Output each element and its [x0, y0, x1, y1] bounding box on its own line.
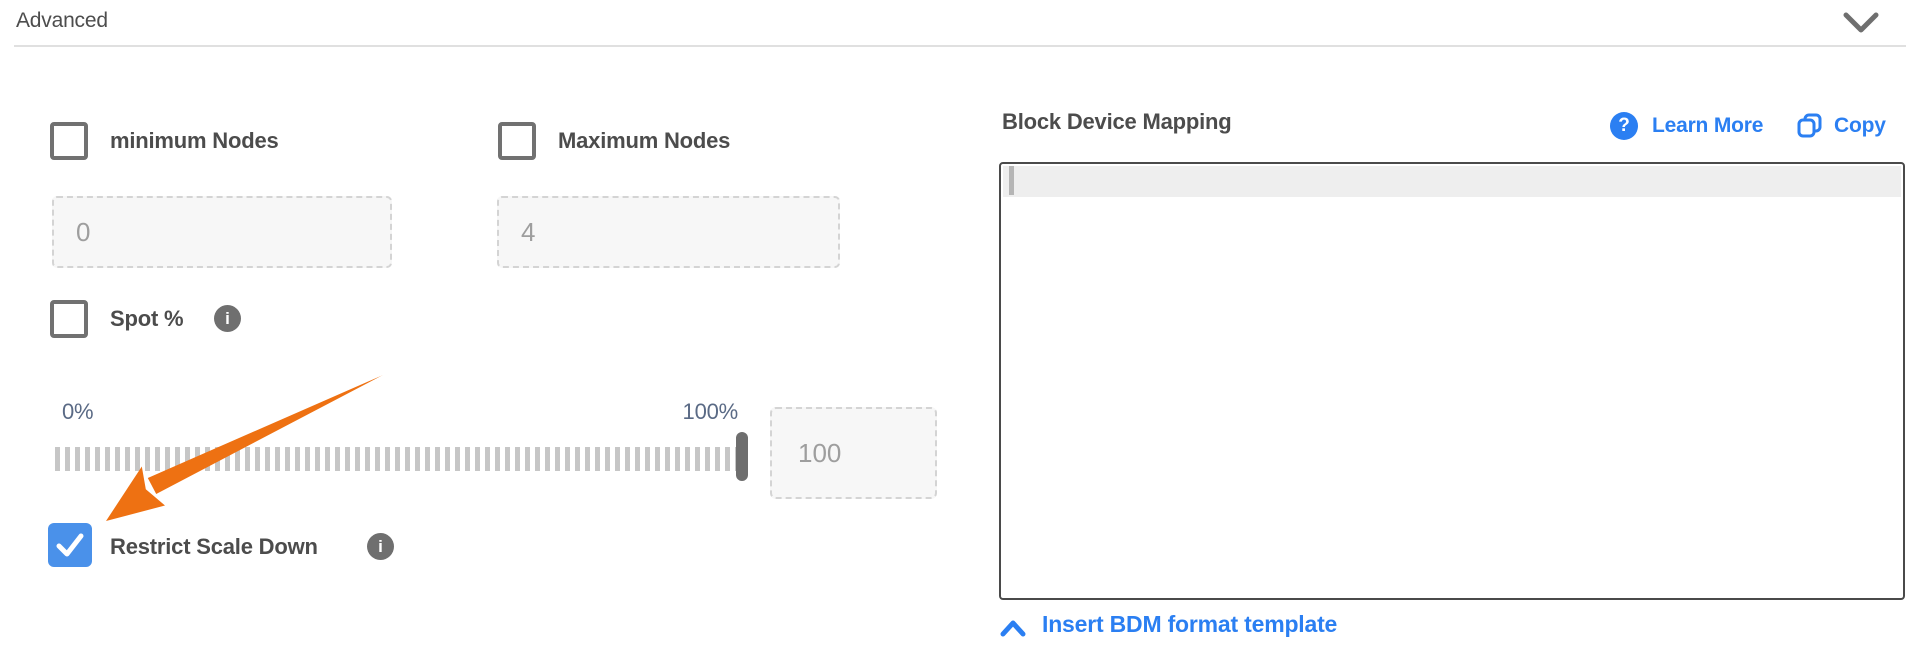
restrict-scale-down-checkbox[interactable]	[48, 523, 92, 567]
maximum-nodes-label: Maximum Nodes	[558, 128, 731, 153]
editor-active-line	[1003, 166, 1901, 197]
chevron-up-icon[interactable]	[1000, 619, 1026, 639]
section-title-advanced: Advanced	[16, 9, 108, 32]
slider-max-label: 100%	[682, 399, 739, 424]
restrict-scale-down-info-icon[interactable]: i	[367, 533, 394, 560]
editor-caret	[1009, 166, 1014, 195]
spot-percent-value-input[interactable]	[770, 407, 937, 499]
maximum-nodes-checkbox[interactable]	[498, 122, 536, 160]
spot-info-icon[interactable]: i	[214, 305, 241, 332]
minimum-nodes-input[interactable]	[52, 196, 392, 268]
restrict-scale-down-label: Restrict Scale Down	[110, 534, 318, 559]
copy-icon[interactable]	[1796, 112, 1824, 140]
learn-more-label[interactable]: Learn More	[1652, 114, 1764, 137]
minimum-nodes-checkbox[interactable]	[50, 122, 88, 160]
spot-percent-slider-track[interactable]	[55, 447, 747, 471]
insert-bdm-template-link[interactable]: Insert BDM format template	[1042, 611, 1338, 637]
slider-min-label: 0%	[62, 399, 94, 424]
header-divider	[14, 45, 1906, 47]
checkmark-icon	[56, 533, 84, 557]
question-circle-icon[interactable]: ?	[1610, 112, 1638, 140]
maximum-nodes-input[interactable]	[497, 196, 840, 268]
block-device-mapping-title: Block Device Mapping	[1002, 109, 1232, 134]
spot-percent-label: Spot %	[110, 306, 184, 331]
chevron-down-icon[interactable]	[1842, 10, 1880, 36]
learn-more-link[interactable]: ? Learn More	[1610, 112, 1763, 140]
spot-percent-slider-handle[interactable]	[736, 432, 748, 481]
block-device-mapping-editor[interactable]	[999, 162, 1905, 600]
copy-button[interactable]: Copy	[1796, 112, 1886, 140]
spot-percent-checkbox[interactable]	[50, 300, 88, 338]
copy-label[interactable]: Copy	[1834, 114, 1886, 137]
minimum-nodes-label: minimum Nodes	[110, 128, 279, 153]
